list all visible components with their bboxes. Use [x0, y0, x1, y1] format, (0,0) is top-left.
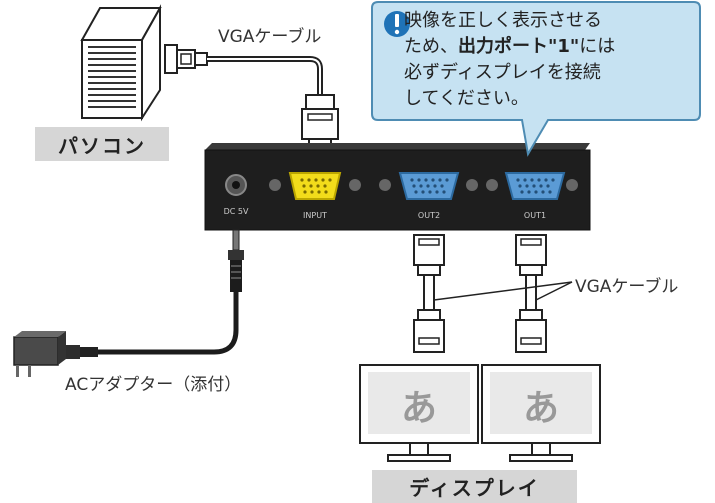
pc-tower-icon — [80, 4, 162, 122]
monitor-right-char: あ — [523, 388, 559, 429]
monitor-left-char: あ — [401, 388, 437, 429]
vga-cable-right-label: VGAケーブル — [575, 277, 679, 297]
power-jack-label: DC 5V — [224, 207, 249, 216]
vga-cable-out2-icon — [413, 234, 445, 353]
notice-callout — [371, 1, 701, 157]
vga-cable-out1-icon — [515, 234, 547, 353]
notice-line-3: 必ずディスプレイを接続 — [404, 62, 601, 83]
port-out1-label: OUT1 — [524, 211, 546, 220]
monitor-right-icon: あ — [481, 364, 601, 462]
notice-line-2: ため、出力ポート"1"には — [404, 36, 616, 57]
notice-emphasis: 出力ポート"1" — [458, 36, 580, 57]
notice-line-4: してください。 — [404, 88, 529, 109]
vga-plug-pc-icon — [164, 44, 208, 74]
ac-adapter-icon — [13, 331, 98, 377]
notice-line-1: 映像を正しく表示させる — [404, 10, 602, 31]
power-plug-icon — [228, 229, 244, 292]
monitor-left-icon: あ — [359, 364, 479, 462]
vga-cable-top-label: VGAケーブル — [218, 27, 322, 47]
display-label: ディスプレイ — [372, 470, 577, 503]
pc-label: パソコン — [35, 127, 169, 161]
port-out2-label: OUT2 — [418, 211, 440, 220]
notice-text: 映像を正しく表示させる ため、出力ポート"1"には 必ずディスプレイを接続 して… — [404, 8, 689, 112]
vga-splitter-device: DC 5V INPUT OUT2 OUT1 — [204, 143, 591, 231]
port-input-label: INPUT — [303, 211, 327, 220]
vga-plug-input-icon — [301, 94, 339, 148]
ac-adapter-label: ACアダプター（添付） — [65, 375, 242, 395]
